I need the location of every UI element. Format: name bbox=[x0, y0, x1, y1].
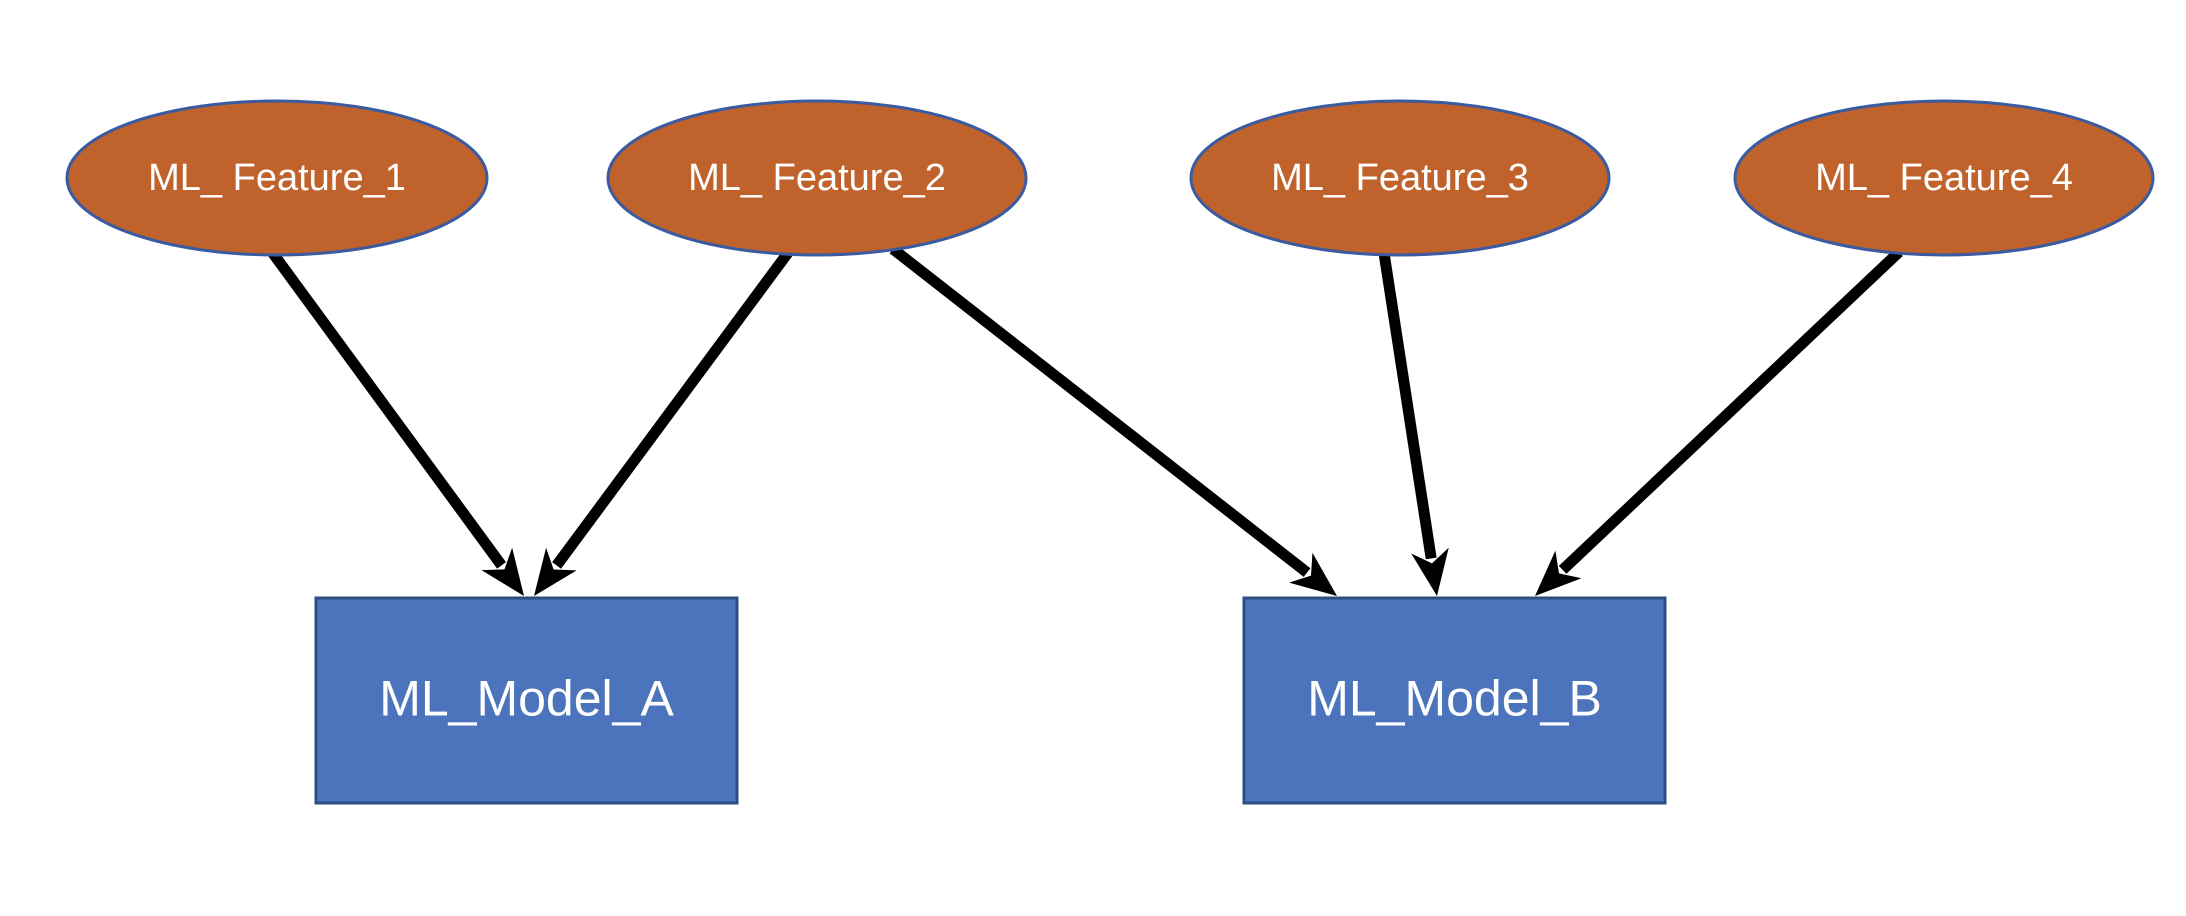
edges-layer bbox=[267, 244, 1903, 596]
models-layer: ML_Model_A ML_Model_B bbox=[314, 596, 1667, 805]
edge-line bbox=[552, 246, 795, 569]
edge-line bbox=[889, 244, 1311, 577]
edge-feature_4-to-model_b[interactable] bbox=[1535, 248, 1903, 596]
edge-feature_2-to-model_b[interactable] bbox=[889, 244, 1337, 596]
model-node-a[interactable]: ML_Model_A bbox=[314, 596, 739, 805]
arrowhead-icon bbox=[1289, 552, 1337, 596]
feature-ellipse bbox=[1189, 99, 1611, 257]
feature-node-2[interactable]: ML_ Feature_2 bbox=[606, 99, 1028, 257]
feature-ellipse bbox=[606, 99, 1028, 257]
edge-line bbox=[1558, 248, 1903, 574]
arrowhead-icon bbox=[481, 547, 524, 596]
edge-feature_1-to-model_a[interactable] bbox=[267, 248, 524, 596]
edge-feature_2-to-model_a[interactable] bbox=[534, 246, 795, 596]
feature-node-3[interactable]: ML_ Feature_3 bbox=[1189, 99, 1611, 257]
model-node-b[interactable]: ML_Model_B bbox=[1242, 596, 1667, 805]
model-rect bbox=[314, 596, 739, 805]
feature-ellipse bbox=[65, 99, 489, 257]
edge-line bbox=[1378, 252, 1437, 560]
arrowhead-icon bbox=[534, 547, 577, 596]
arrowhead-icon bbox=[1411, 547, 1449, 596]
model-rect bbox=[1242, 596, 1667, 805]
edge-feature_3-to-model_b[interactable] bbox=[1378, 252, 1449, 596]
features-layer: ML_ Feature_1 ML_ Feature_2 ML_ Feature_3 M… bbox=[65, 99, 2155, 257]
feature-ellipse bbox=[1733, 99, 2155, 257]
arrowhead-icon bbox=[1535, 550, 1582, 596]
edge-line bbox=[267, 248, 506, 569]
feature-node-4[interactable]: ML_ Feature_4 bbox=[1733, 99, 2155, 257]
feature-node-1[interactable]: ML_ Feature_1 bbox=[65, 99, 489, 257]
